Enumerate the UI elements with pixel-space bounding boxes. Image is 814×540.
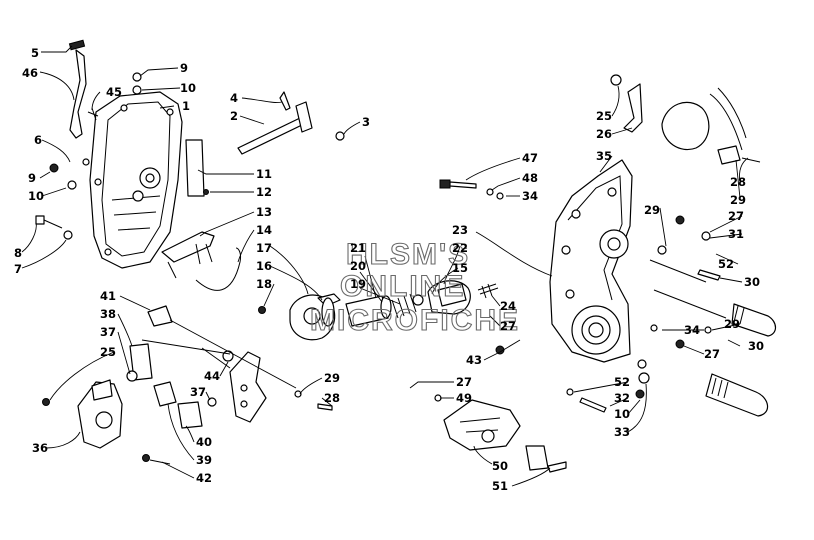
- callout-49: 49: [456, 391, 472, 405]
- center-assembly: [258, 280, 505, 355]
- callout-20: 20: [350, 259, 366, 273]
- right-fasteners: [439, 179, 721, 413]
- callout-31: 31: [728, 227, 744, 241]
- callout-27: 27: [728, 209, 744, 223]
- callout-41: 41: [100, 289, 116, 303]
- callout-21: 21: [350, 241, 366, 255]
- brake-caliper: [42, 305, 333, 465]
- callout-45: 45: [106, 85, 122, 99]
- callout-25: 25: [100, 345, 116, 359]
- callout-5: 5: [31, 46, 39, 60]
- callout-7: 7: [14, 262, 22, 276]
- callout-1: 1: [182, 99, 190, 113]
- chain-guard: [610, 74, 761, 165]
- callout-52: 52: [718, 257, 734, 271]
- callout-10: 10: [614, 407, 630, 421]
- callout-16: 16: [256, 259, 272, 273]
- callout-34: 34: [684, 323, 700, 337]
- callout-30: 30: [744, 275, 760, 289]
- output-shafts: [649, 259, 777, 417]
- callout-8: 8: [14, 246, 22, 260]
- callout-17: 17: [256, 241, 272, 255]
- callout-24: 24: [500, 299, 516, 313]
- callout-4: 4: [230, 91, 238, 105]
- callout-2: 2: [230, 109, 238, 123]
- watermark-line-1: HLSM'S: [346, 238, 470, 271]
- callout-18: 18: [256, 277, 272, 291]
- callout-27: 27: [704, 347, 720, 361]
- brake-lever: [68, 39, 99, 139]
- callout-38: 38: [100, 307, 116, 321]
- callout-9: 9: [180, 61, 188, 75]
- watermark: HLSM'S ONLINE MICROFICHE: [309, 237, 520, 337]
- callout-22: 22: [452, 241, 468, 255]
- callout-27: 27: [456, 375, 472, 389]
- callout-36: 36: [32, 441, 48, 455]
- callout-14: 14: [256, 223, 272, 237]
- callout-34: 34: [522, 189, 538, 203]
- callout-13: 13: [256, 205, 272, 219]
- callout-37: 37: [190, 385, 206, 399]
- callout-29: 29: [730, 193, 746, 207]
- callout-48: 48: [522, 171, 538, 185]
- callout-46: 46: [22, 66, 38, 80]
- callout-35: 35: [596, 149, 612, 163]
- callout-26: 26: [596, 127, 612, 141]
- callout-37: 37: [100, 325, 116, 339]
- callout-3: 3: [362, 115, 370, 129]
- callout-39: 39: [196, 453, 212, 467]
- callout-19: 19: [350, 277, 366, 291]
- watermark-line-2: ONLINE: [340, 270, 465, 303]
- bracket-plate: [185, 139, 209, 197]
- callout-30: 30: [748, 339, 764, 353]
- callout-11: 11: [256, 167, 272, 181]
- callout-52: 52: [614, 375, 630, 389]
- callout-50: 50: [492, 459, 508, 473]
- callout-47: 47: [522, 151, 538, 165]
- leader-lines: [21, 45, 749, 487]
- callout-12: 12: [256, 185, 272, 199]
- callout-42: 42: [196, 471, 212, 485]
- hose-and-clip: [161, 231, 241, 291]
- callout-9: 9: [28, 171, 36, 185]
- pump-housing: [434, 394, 567, 473]
- callout-25: 25: [596, 109, 612, 123]
- callout-27: 27: [500, 319, 516, 333]
- watermark-line-3: MICROFICHE: [310, 304, 520, 337]
- callout-28: 28: [324, 391, 340, 405]
- callout-15: 15: [452, 261, 468, 275]
- callout-labels: 5 46 45 9 10 1 6 9 10 8 7 4 2 3 11 12 13…: [14, 46, 764, 493]
- chaincase-cover: [89, 91, 183, 269]
- brake-shaft: [237, 91, 345, 155]
- callout-51: 51: [492, 479, 508, 493]
- callout-43: 43: [466, 353, 482, 367]
- gear-case: [549, 159, 633, 363]
- callout-44: 44: [204, 369, 220, 383]
- callout-6: 6: [34, 133, 42, 147]
- callout-10: 10: [28, 189, 44, 203]
- callout-23: 23: [452, 223, 468, 237]
- callout-32: 32: [614, 391, 630, 405]
- callout-29: 29: [644, 203, 660, 217]
- callout-10: 10: [180, 81, 196, 95]
- small-fasteners-left: [35, 72, 142, 240]
- callout-40: 40: [196, 435, 212, 449]
- callout-33: 33: [614, 425, 630, 439]
- callout-28: 28: [730, 175, 746, 189]
- callout-29: 29: [724, 317, 740, 331]
- callout-29: 29: [324, 371, 340, 385]
